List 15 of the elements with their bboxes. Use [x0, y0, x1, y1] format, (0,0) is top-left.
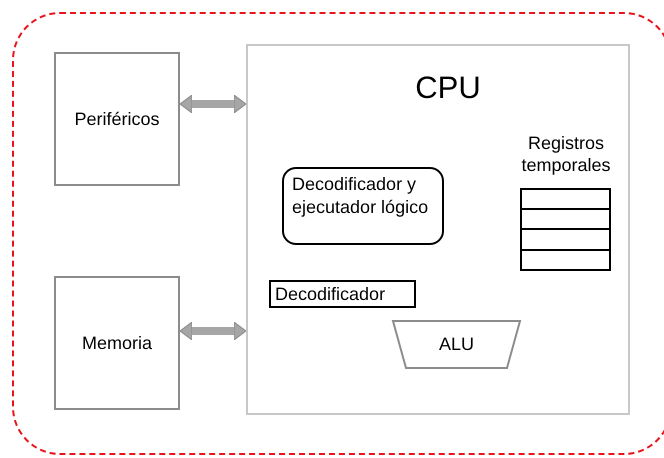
- node-label: Periféricos: [74, 108, 160, 130]
- component-box: [54, 52, 180, 186]
- node-label: Decodificador: [275, 284, 386, 304]
- node-label: Decodificador y ejecutador lógico: [292, 173, 430, 219]
- node-label: Registros temporales: [520, 132, 612, 176]
- node-label: CPU: [414, 70, 482, 106]
- cpu-box: [246, 44, 630, 415]
- process-box: [269, 280, 416, 308]
- component-box: [54, 276, 180, 410]
- node-label: Memoria: [82, 332, 152, 354]
- node-label: ALU: [438, 334, 474, 355]
- system-boundary: [12, 12, 664, 455]
- double-arrow: [180, 322, 246, 340]
- double-arrow: [180, 94, 246, 114]
- process-box: [282, 167, 444, 245]
